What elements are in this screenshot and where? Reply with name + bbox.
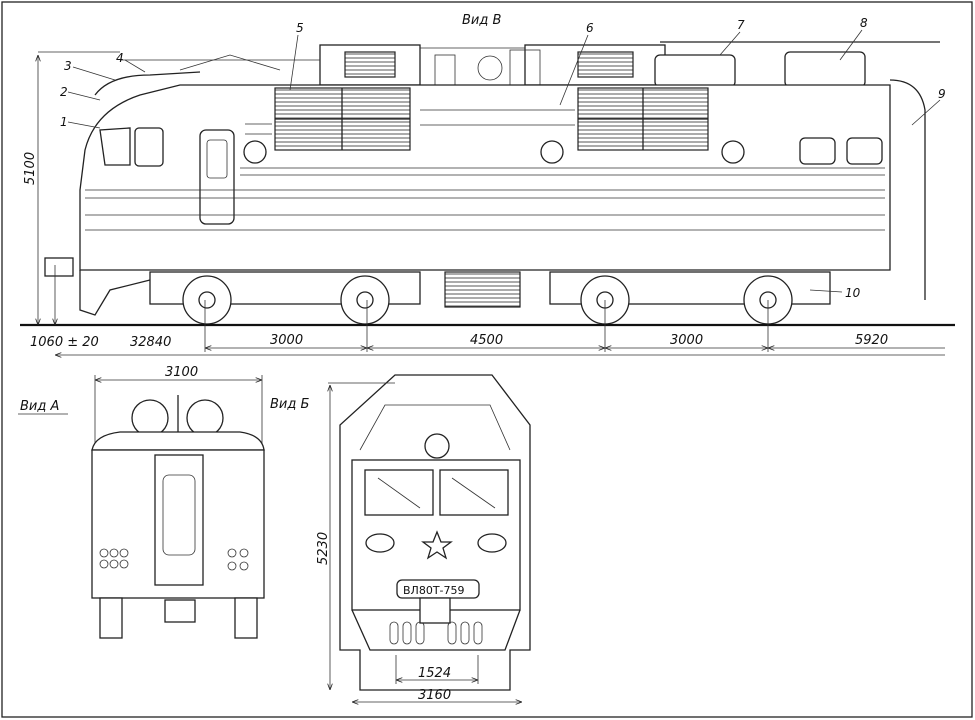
callout-6: 6	[586, 21, 594, 35]
callout-4: 4	[116, 51, 124, 65]
number-plate-text: ВЛ80Т-759	[403, 584, 465, 597]
dim-overhang: 5920	[855, 333, 888, 348]
callout-3: 3	[64, 59, 72, 73]
dim-front-height: 5230	[316, 532, 331, 565]
callout-5: 5	[296, 21, 304, 35]
dim-bogie-base-2: 3000	[670, 333, 703, 348]
callout-8: 8	[860, 16, 868, 30]
dim-front-width: 3160	[418, 688, 451, 703]
bogie	[549, 271, 831, 325]
dim-total-length: 32840	[130, 335, 171, 350]
callout-9: 9	[938, 87, 946, 101]
side-view	[20, 29, 955, 355]
view-b-title: Вид Б	[270, 397, 309, 412]
roof-resistor	[784, 51, 866, 88]
view-v-title: Вид В	[462, 13, 501, 28]
dim-bogie-centers: 4500	[470, 333, 503, 348]
view-a-title: Вид А	[20, 399, 59, 414]
front-coupler	[419, 597, 451, 624]
callout-1: 1	[60, 115, 68, 129]
bogie	[149, 271, 421, 325]
callout-2: 2	[60, 85, 68, 99]
callout-10: 10	[845, 286, 861, 300]
roof-reactor	[654, 54, 736, 88]
cab-door	[199, 129, 235, 225]
gauge-outline	[339, 374, 531, 691]
dim-coupler-height: 1060 ± 20	[30, 335, 99, 350]
callout-7: 7	[737, 18, 745, 32]
dim-bogie-base-1: 3000	[270, 333, 303, 348]
dim-height: 5100	[23, 152, 38, 185]
dim-rear-width: 3100	[165, 365, 198, 380]
star-emblem	[421, 530, 453, 560]
dim-gauge: 1524	[418, 666, 451, 681]
view-b-front	[328, 374, 531, 702]
view-a-rear	[91, 375, 265, 639]
coupler	[44, 257, 74, 277]
rear-door	[154, 454, 204, 586]
